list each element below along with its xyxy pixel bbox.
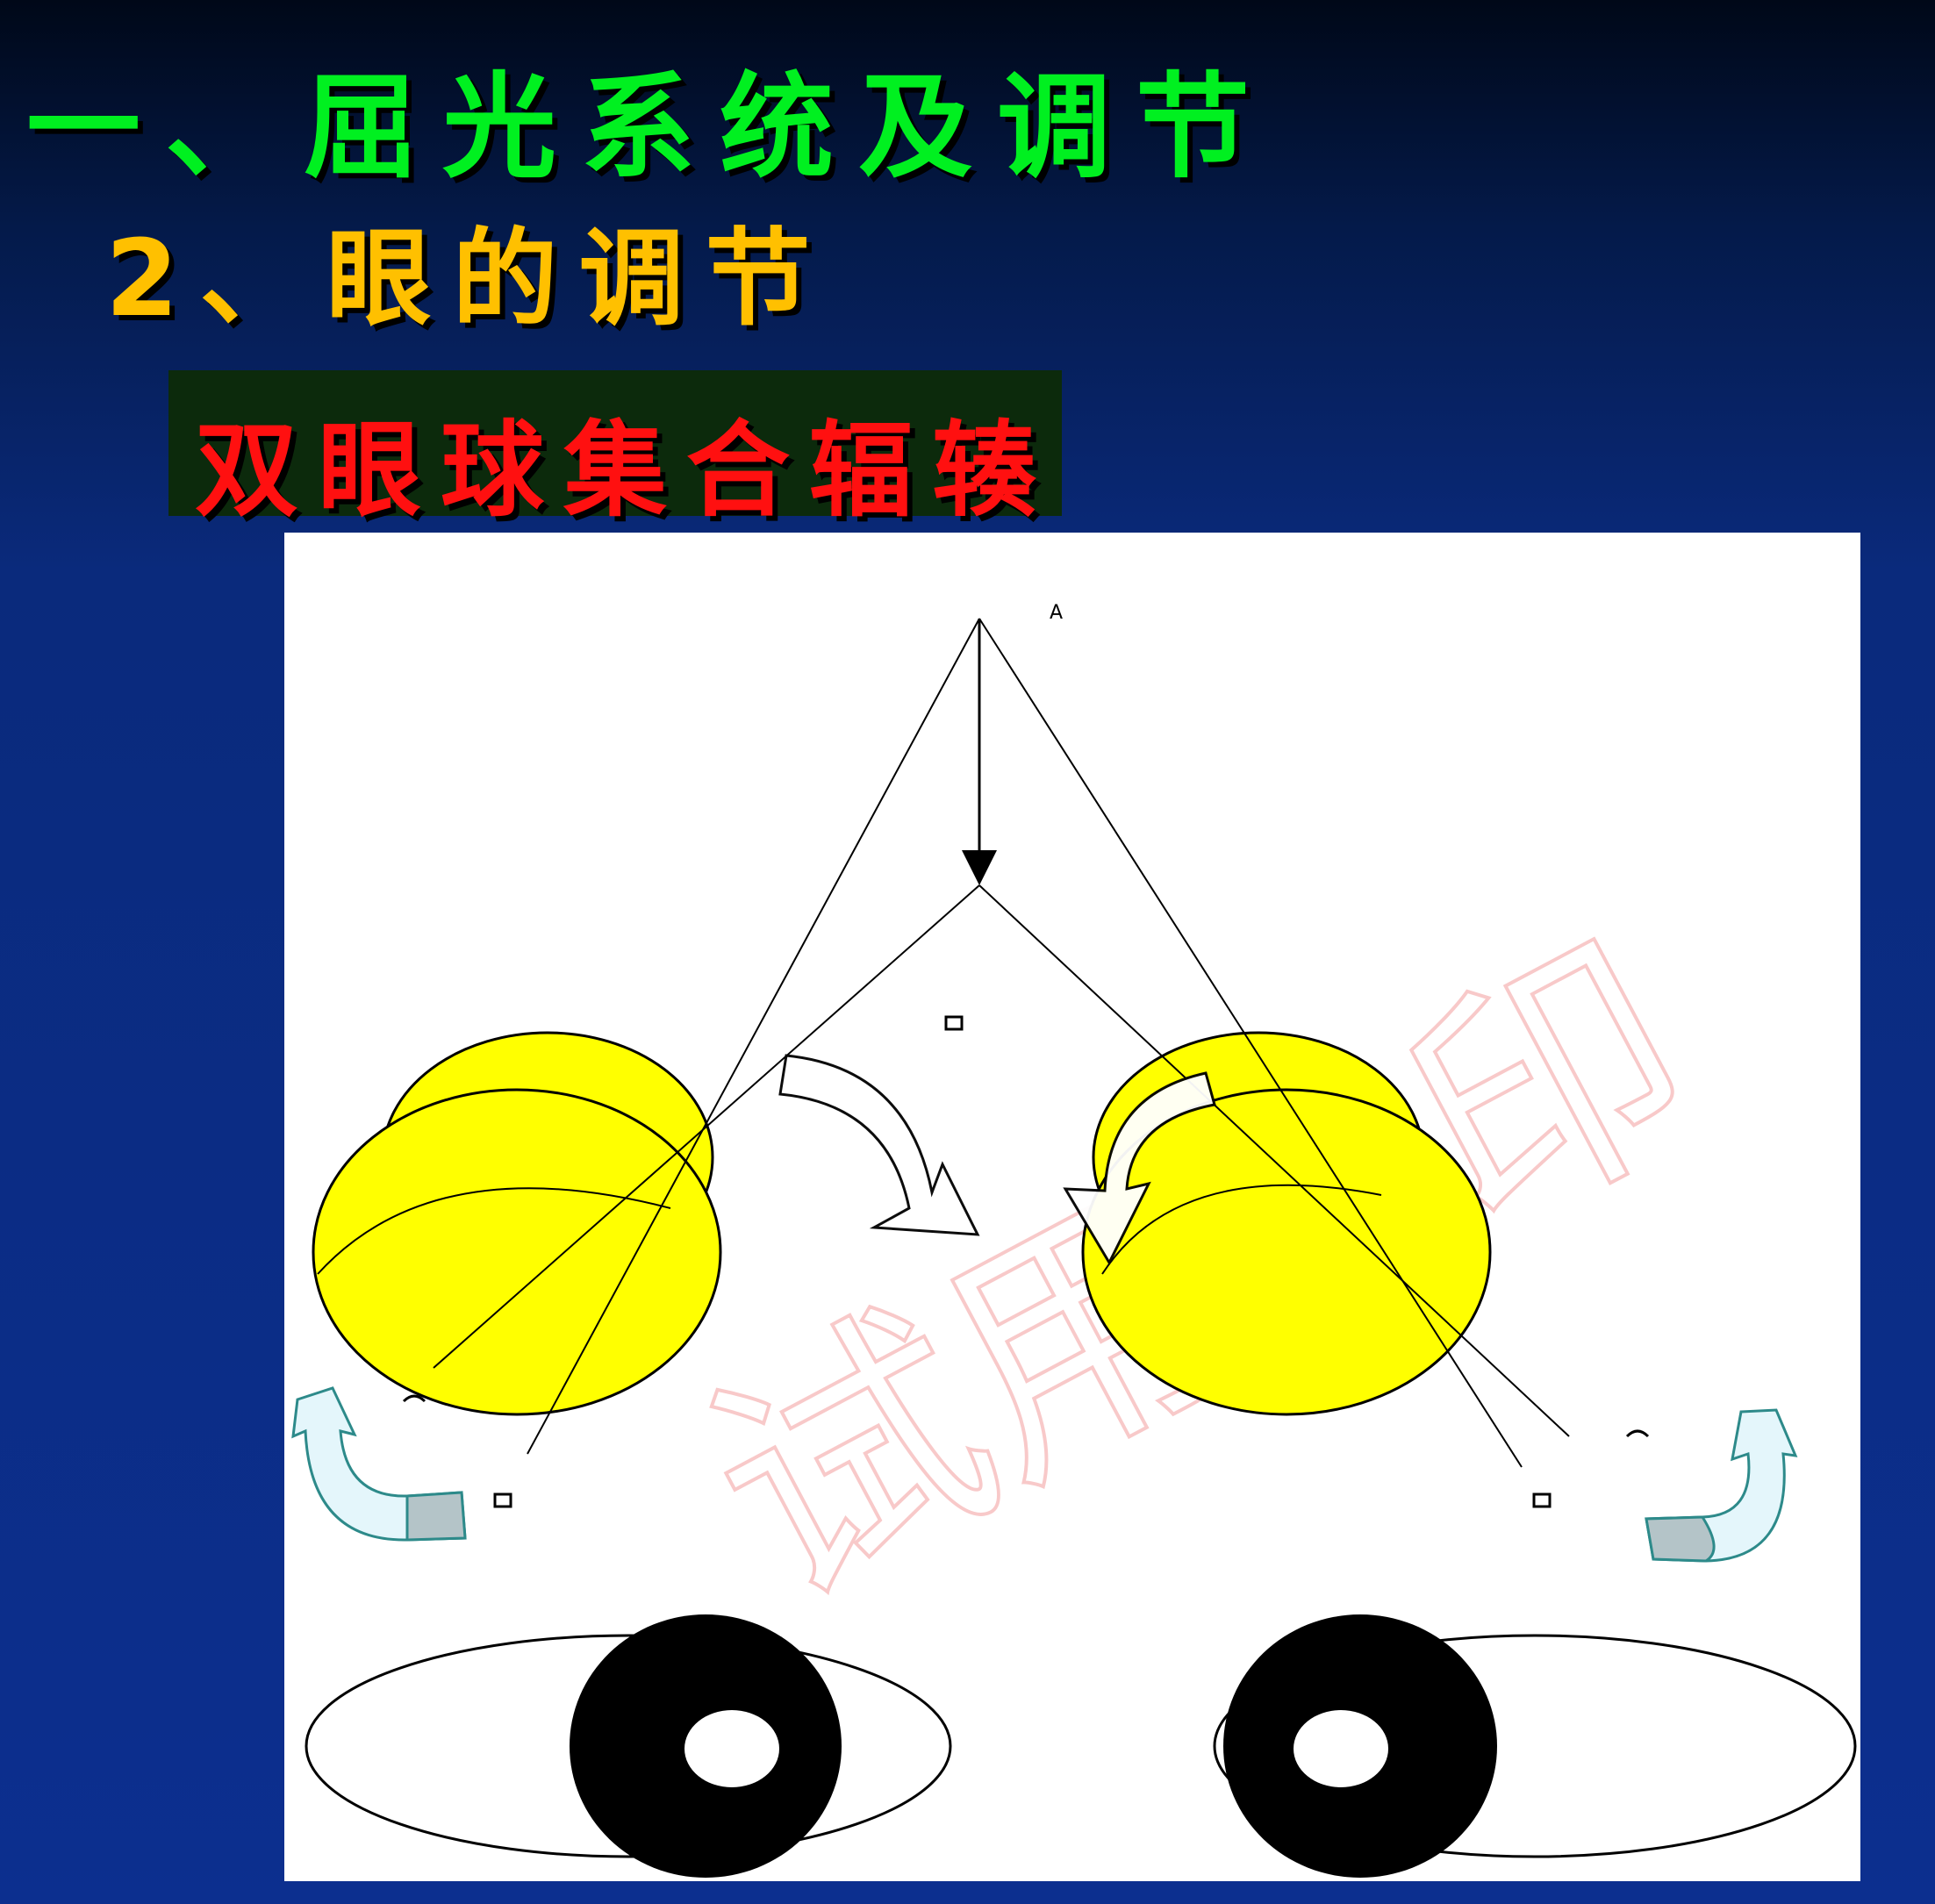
point-a-label: A bbox=[1050, 602, 1063, 624]
convergence-diagram: 试用水印 A bbox=[284, 533, 1860, 1881]
left-small-glyph bbox=[402, 1394, 426, 1403]
right-rotation-arrow-icon bbox=[1063, 1071, 1216, 1266]
right-small-glyph bbox=[1625, 1429, 1650, 1438]
right-outer-rotation-icon bbox=[1645, 1408, 1798, 1563]
slide-subtitle: 2、眼的调节 bbox=[105, 218, 832, 340]
diagram-svg: 试用水印 A bbox=[291, 602, 1857, 1878]
slide-title: 一、屈光系统及调节 bbox=[26, 61, 1275, 194]
figure-label-box: 双眼球集合辐辏 bbox=[168, 370, 1062, 531]
left-rotation-arrow-icon bbox=[778, 1054, 980, 1236]
left-mark bbox=[493, 1492, 512, 1508]
approach-arrow bbox=[962, 619, 997, 885]
left-eye-front bbox=[305, 1614, 952, 1878]
figure-label: 双眼球集合辐辏 bbox=[195, 410, 1056, 531]
left-pupil bbox=[684, 1710, 779, 1787]
left-eyeball bbox=[312, 1031, 722, 1416]
right-mark bbox=[1532, 1492, 1552, 1508]
right-pupil bbox=[1294, 1710, 1388, 1787]
far-sight-lines bbox=[527, 618, 1523, 1468]
left-outer-rotation-icon bbox=[291, 1386, 467, 1542]
near-sight-lines bbox=[433, 884, 1570, 1437]
right-eye-front bbox=[1213, 1614, 1857, 1878]
near-point-mark bbox=[944, 1015, 964, 1031]
